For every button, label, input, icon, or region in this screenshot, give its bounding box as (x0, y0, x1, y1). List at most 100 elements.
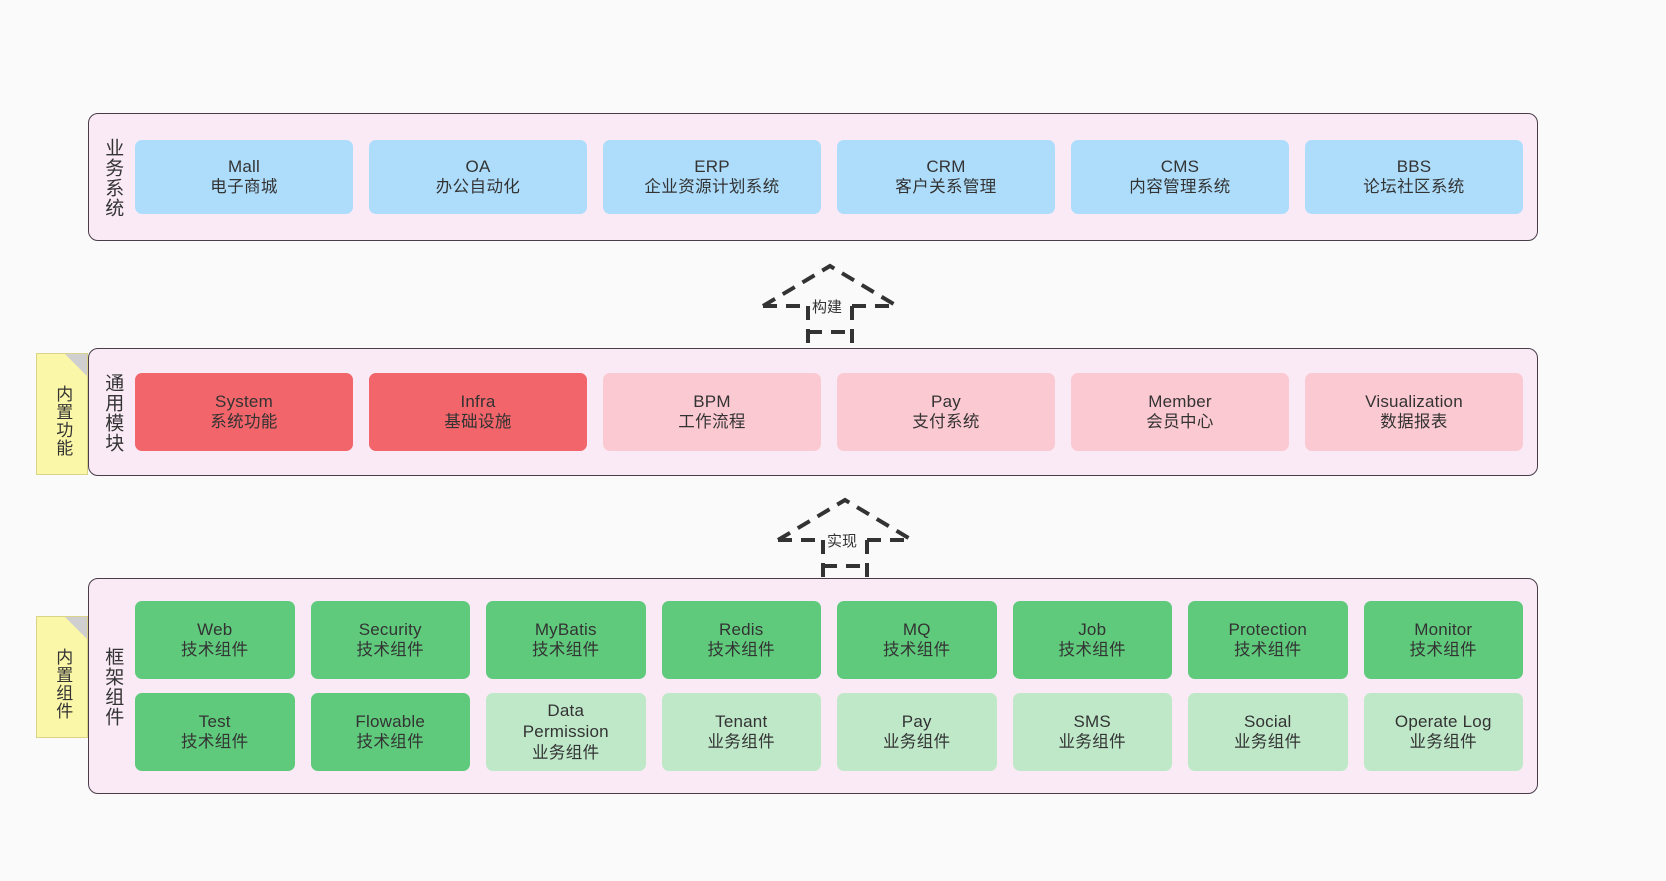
node-security[interactable]: Security 技术组件 (310, 601, 470, 679)
node-test[interactable]: Test 技术组件 (135, 693, 295, 771)
node-title-cn: 支付系统 (912, 413, 980, 432)
node-title-cn: 技术组件 (1233, 641, 1302, 660)
connector-build-label: 构建 (812, 299, 843, 316)
node-title-cn: 业务组件 (1058, 733, 1127, 752)
node-title-en: Member (1148, 391, 1212, 411)
node-title-en: Test (198, 711, 231, 731)
layer-framework-component: 框架组件 Web 技术组件 Security 技术组件 MyBatis 技术组件… (88, 578, 1538, 794)
node-title-cn: 电子商城 (210, 178, 278, 197)
node-cms[interactable]: CMS 内容管理系统 (1071, 140, 1289, 214)
node-crm[interactable]: CRM 客户关系管理 (837, 140, 1055, 214)
node-title-cn: 客户关系管理 (895, 178, 997, 197)
node-title-en: Visualization (1365, 391, 1463, 411)
connector-implement (765, 492, 925, 582)
node-title-cn: 数据报表 (1380, 413, 1448, 432)
node-title-cn: 基础设施 (444, 413, 512, 432)
node-title-en: Mall (228, 156, 260, 176)
node-title-cn: 技术组件 (180, 641, 249, 660)
node-title-cn: 企业资源计划系统 (644, 178, 780, 197)
node-title-cn: 技术组件 (707, 641, 776, 660)
node-row-technical: Web 技术组件 Security 技术组件 MyBatis 技术组件 Redi… (135, 601, 1523, 679)
node-row-business: Test 技术组件 Flowable 技术组件 Data Permission … (135, 693, 1523, 771)
layer-title-framework-component: 框架组件 (102, 647, 124, 727)
node-erp[interactable]: ERP 企业资源计划系统 (603, 140, 821, 214)
node-title-cn: 系统功能 (210, 413, 278, 432)
node-visualization[interactable]: Visualization 数据报表 (1305, 373, 1523, 451)
node-social[interactable]: Social 业务组件 (1188, 693, 1348, 771)
node-title-en: Flowable (355, 711, 426, 731)
node-title-cn: 技术组件 (180, 733, 249, 752)
node-oa[interactable]: OA 办公自动化 (369, 140, 587, 214)
layer-body-framework-component: Web 技术组件 Security 技术组件 MyBatis 技术组件 Redi… (135, 579, 1537, 793)
node-title-en: CMS (1160, 156, 1200, 176)
node-title-cn: 业务组件 (707, 733, 776, 752)
node-sms[interactable]: SMS 业务组件 (1012, 693, 1172, 771)
node-title-en: Social (1243, 711, 1292, 731)
node-web[interactable]: Web 技术组件 (135, 601, 295, 679)
layer-body-common-module: System 系统功能 Infra 基础设施 BPM 工作流程 Pay 支付系统… (135, 349, 1537, 475)
node-title-cn: 会员中心 (1146, 413, 1214, 432)
node-title-en: Job (1078, 619, 1107, 639)
node-mall[interactable]: Mall 电子商城 (135, 140, 353, 214)
node-title-en: CRM (926, 156, 966, 176)
connector-implement-tail (765, 564, 925, 580)
node-operate-log[interactable]: Operate Log 业务组件 (1363, 693, 1523, 771)
connector-build-tail-shape (808, 330, 852, 334)
node-flowable[interactable]: Flowable 技术组件 (310, 693, 470, 771)
node-bbs[interactable]: BBS 论坛社区系统 (1305, 140, 1523, 214)
node-title-en: SMS (1073, 711, 1111, 731)
node-data-permission[interactable]: Data Permission 业务组件 (486, 693, 646, 771)
connector-implement-label: 实现 (827, 533, 858, 550)
node-member[interactable]: Member 会员中心 (1071, 373, 1289, 451)
node-title-en: System (215, 391, 273, 411)
node-protection[interactable]: Protection 技术组件 (1188, 601, 1348, 679)
node-row: Mall 电子商城 OA 办公自动化 ERP 企业资源计划系统 CRM 客户关系… (135, 140, 1523, 214)
node-title-en: Operate Log (1394, 711, 1492, 731)
node-redis[interactable]: Redis 技术组件 (661, 601, 821, 679)
node-title-cn: 技术组件 (1409, 641, 1478, 660)
connector-implement-tail-shape (823, 564, 867, 568)
node-title-en: MyBatis (534, 619, 597, 639)
sticky-note-label: 内置组件 (53, 648, 73, 720)
node-title-en: BBS (1396, 156, 1432, 176)
layer-title-business-system: 业务系统 (102, 138, 124, 218)
node-title-cn: 工作流程 (678, 413, 746, 432)
node-pay-component[interactable]: Pay 业务组件 (837, 693, 997, 771)
layer-title-common-module: 通用模块 (102, 373, 124, 453)
node-title-en: Infra (460, 391, 496, 411)
node-title-en: ERP (694, 156, 730, 176)
node-bpm[interactable]: BPM 工作流程 (603, 373, 821, 451)
node-title-cn: 业务组件 (1409, 733, 1478, 752)
node-tenant[interactable]: Tenant 业务组件 (661, 693, 821, 771)
connector-build-tail (750, 330, 910, 346)
node-pay-module[interactable]: Pay 支付系统 (837, 373, 1055, 451)
connector-build (750, 258, 910, 348)
note-fold-icon (65, 617, 87, 639)
node-system[interactable]: System 系统功能 (135, 373, 353, 451)
node-title-en: Web (197, 619, 233, 639)
node-mq[interactable]: MQ 技术组件 (837, 601, 997, 679)
layer-body-business-system: Mall 电子商城 OA 办公自动化 ERP 企业资源计划系统 CRM 客户关系… (135, 114, 1537, 240)
node-job[interactable]: Job 技术组件 (1012, 601, 1172, 679)
connector-implement-shape (776, 497, 914, 582)
node-title-en: OA (465, 156, 491, 176)
node-title-cn: 技术组件 (531, 641, 600, 660)
node-title-en: Pay (901, 711, 932, 731)
node-title-en: Redis (719, 619, 764, 639)
node-title-en: MQ (902, 619, 931, 639)
layer-common-module: 通用模块 System 系统功能 Infra 基础设施 BPM 工作流程 Pay… (88, 348, 1538, 476)
node-title-cn: 技术组件 (356, 641, 425, 660)
node-title-en: Pay (931, 391, 961, 411)
node-title-cn: 技术组件 (1058, 641, 1127, 660)
layer-business-system: 业务系统 Mall 电子商城 OA 办公自动化 ERP 企业资源计划系统 CRM… (88, 113, 1538, 241)
node-title-cn: 内容管理系统 (1129, 178, 1231, 197)
node-title-en: Data Permission (522, 701, 609, 741)
node-mybatis[interactable]: MyBatis 技术组件 (486, 601, 646, 679)
node-title-en: Monitor (1414, 619, 1473, 639)
node-title-en: BPM (693, 391, 731, 411)
node-title-cn: 业务组件 (531, 743, 600, 762)
node-title-cn: 技术组件 (882, 641, 951, 660)
node-infra[interactable]: Infra 基础设施 (369, 373, 587, 451)
node-monitor[interactable]: Monitor 技术组件 (1363, 601, 1523, 679)
